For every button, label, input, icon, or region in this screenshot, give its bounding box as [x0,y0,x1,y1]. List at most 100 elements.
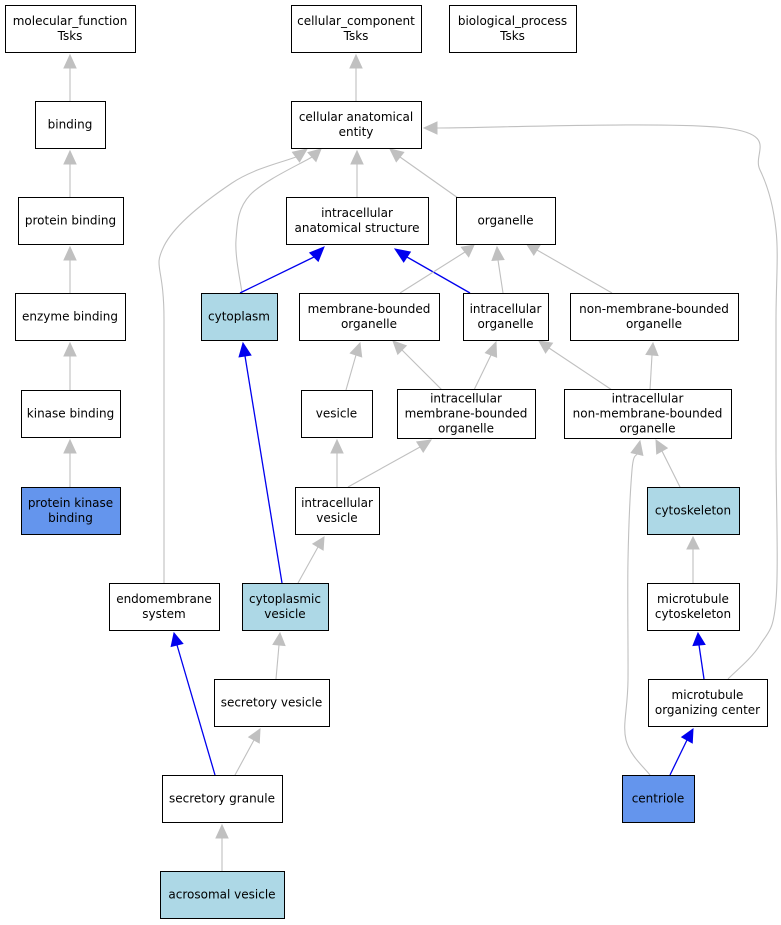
node-organelle[interactable]: organelle [456,197,556,245]
node-protein_binding[interactable]: protein binding [18,197,124,245]
node-label: entity [339,125,374,139]
edge-arrowhead [63,53,77,69]
node-cytoskeleton[interactable]: cytoskeleton [647,487,740,535]
node-vesicle[interactable]: vesicle [301,390,373,438]
edge-line [244,355,283,584]
node-box [647,583,740,631]
node-box [295,487,380,535]
edge-intracellular_vesicle-to-intracellular_membrane_bounded_organelle [347,439,433,488]
edge-arrowhead [422,121,438,135]
edge-line [297,546,319,584]
node-binding[interactable]: binding [35,101,106,149]
edge-arrowhead [63,245,77,261]
edge-intracellular_organelle-to-organelle [491,245,505,294]
edge-arrowhead [686,535,700,550]
node-box [299,293,440,341]
node-label: intracellular [612,392,684,406]
node-label: molecular_function [13,14,128,28]
edge-acrosomal_vesicle-to-secretory_granule [215,823,229,871]
node-label: Tsks [57,29,83,43]
edge-line [176,644,216,776]
node-box [397,389,536,439]
node-label: non-membrane-bounded [573,407,723,421]
node-label: organelle [341,317,397,331]
node-label: secretory vesicle [221,696,323,710]
edge-arrowhead [272,631,286,647]
node-box [647,487,740,535]
node-box [286,197,429,245]
edge-arrowhead [630,439,644,457]
node-secretory_vesicle[interactable]: secretory vesicle [214,679,330,727]
node-box [463,293,549,341]
node-label: microtubule [657,592,729,606]
edge-arrowhead [63,341,77,357]
node-box [622,775,695,823]
edge-line [661,450,681,488]
node-label: centriole [632,792,685,806]
edge-arrowhead [247,727,261,744]
edge-arrowhead [349,341,363,358]
edge-cytoplasm-to-intracellular_anatomical_structure [239,246,325,294]
edge-centriole-to-intracellular_non_membrane_bounded_organelle [624,439,651,776]
edge-arrowhead [393,248,412,263]
edge-microtubule_organizing_center-to-cellular_anatomical_entity [422,121,778,680]
node-enzyme_binding[interactable]: enzyme binding [15,293,126,341]
node-label: organelle [438,422,494,436]
edge-arrowhead [170,631,184,648]
node-label: membrane-bounded [308,302,431,316]
node-box [5,5,136,53]
node-box [242,583,329,631]
node-label: cytoskeleton [655,504,731,518]
edge-line [497,259,504,294]
edge-non_membrane_bounded_organelle-to-organelle [524,242,613,294]
edge-cytoskeleton-to-intracellular_non_membrane_bounded_organelle [655,438,681,488]
edge-cytoplasm-to-cellular_anatomical_entity [235,148,322,294]
node-box [18,197,124,245]
node-box [291,5,422,53]
edge-membrane_bounded_organelle-to-organelle [399,244,475,294]
edge-line [399,251,466,294]
node-acrosomal_vesicle[interactable]: acrosomal vesicle [160,871,285,919]
node-label: binding [48,118,93,132]
edge-cytoplasmic_vesicle-to-cytoplasm [238,341,283,584]
node-box [648,679,768,727]
node-intracellular_non_membrane_bounded_organelle[interactable]: intracellularnon-membrane-boundedorganel… [564,389,732,439]
node-box [15,293,126,341]
edge-intracellular_anatomical_structure-to-cellular_anatomical_entity [350,149,364,197]
node-box [564,389,732,439]
edge-line [624,453,651,776]
node-centriole[interactable]: centriole [622,775,695,823]
edge-arrowhead [238,341,252,358]
node-box [570,293,739,341]
edge-arrowhead [63,149,77,165]
edge-line [275,644,280,680]
node-box [201,293,278,341]
node-label: Tsks [499,29,525,43]
edge-arrowhead [311,536,325,551]
node-label: non-membrane-bounded [579,302,729,316]
edge-arrowhead [655,438,669,455]
node-kinase_binding[interactable]: kinase binding [21,390,121,438]
node-secretory_granule[interactable]: secretory granule [162,775,283,823]
edge-secretory_granule-to-endomembrane_system [170,631,216,776]
edge-line [473,354,492,391]
node-cytoplasm[interactable]: cytoplasm [201,293,278,341]
edge-line [406,256,471,294]
edge-arrowhead [350,149,364,165]
node-label: organelle [477,317,533,331]
